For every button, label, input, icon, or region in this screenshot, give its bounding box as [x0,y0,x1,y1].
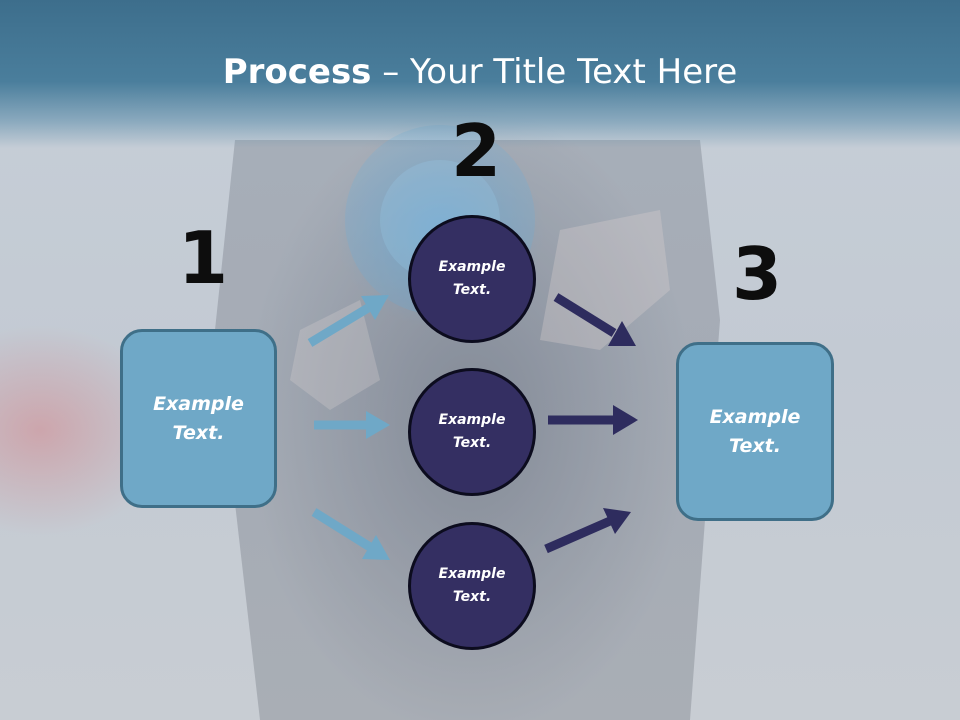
step-number-3: 3 [732,232,783,316]
arrow-left-to-top [307,295,389,347]
title-rest: – Your Title Text Here [371,52,738,92]
step-1-box: Example Text. [120,329,277,508]
arrow-top-to-right [553,293,636,346]
circle-top-text: Example Text. [438,259,506,298]
circle-bottom-text: Example Text. [438,566,506,605]
circle-middle-text: Example Text. [438,412,506,451]
title-bold: Process [222,52,372,92]
step-number-2: 2 [451,109,502,193]
arrow-left-to-bottom [311,508,390,560]
step-2-circle-bottom: Example Text. [408,522,536,650]
step-2-circle-top: Example Text. [408,215,536,343]
arrow-middle-to-right [548,405,638,435]
arrow-left-to-middle [314,411,390,439]
step-2-circle-middle: Example Text. [408,368,536,496]
step-1-text: Example Text. [153,392,244,444]
step-3-box: Example Text. [676,342,834,521]
title-bar [0,0,960,148]
step-3-text: Example Text. [709,405,801,457]
arrow-bottom-to-right [544,508,631,554]
step-number-1: 1 [178,216,229,300]
slide-title: Process – Your Title Text Here [0,52,960,92]
